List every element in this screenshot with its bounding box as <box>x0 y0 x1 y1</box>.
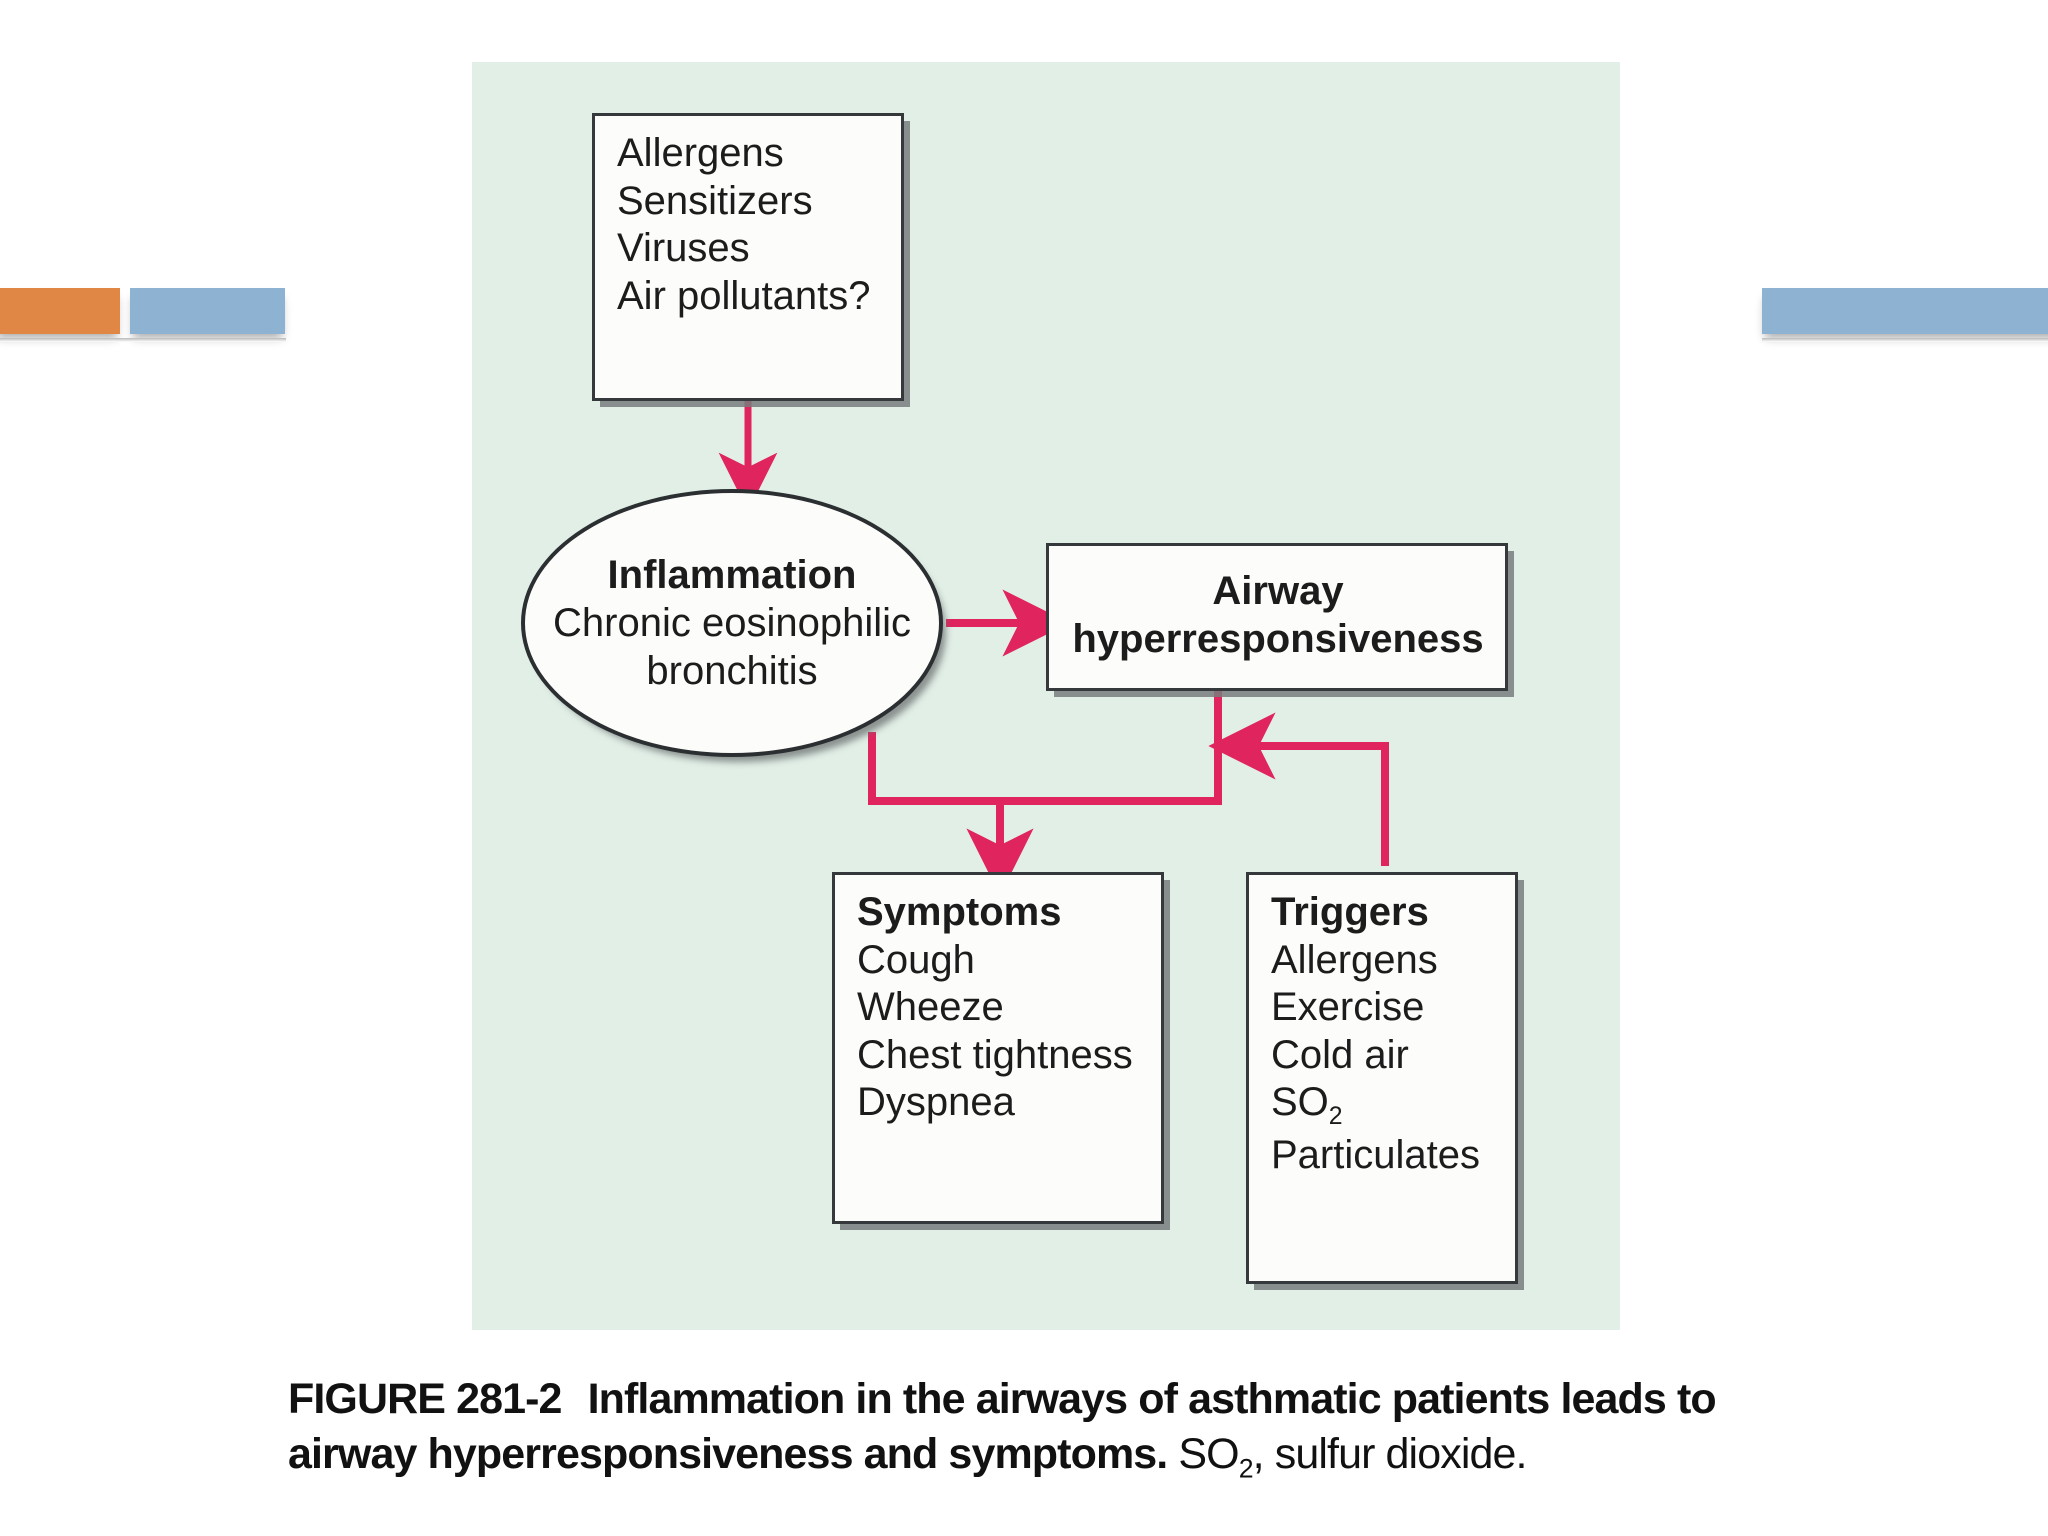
decorative-bar-blue-right <box>1762 288 2048 334</box>
decorative-bar-blue-left <box>130 288 285 334</box>
inflammation-line-2: bronchitis <box>646 649 818 693</box>
node-triggers-box[interactable]: Triggers Allergens Exercise Cold air SO2… <box>1246 872 1518 1284</box>
caption-abbrev-expansion: , sulfur dioxide. <box>1252 1430 1528 1479</box>
caption-bold-line-1: Inflammation in the airways of asthmatic… <box>288 1375 1717 1479</box>
triggers-item-cold-air: Cold air <box>1271 1032 1409 1077</box>
inflammation-heading: Inflammation <box>607 553 857 597</box>
triggers-item-exercise: Exercise <box>1271 985 1425 1030</box>
symptoms-item-chest-tightness: Chest tightness <box>857 1032 1133 1077</box>
decorative-underline-right <box>1762 338 2048 342</box>
decorative-bar-orange <box>0 288 120 334</box>
triggers-item-particulates: Particulates <box>1271 1132 1480 1177</box>
decorative-underline-left <box>0 338 286 342</box>
triggers-item-allergens: Allergens <box>1271 937 1438 982</box>
edge-triggers-to-ahr <box>1208 712 1389 866</box>
caption-abbrev-base: SO <box>1178 1430 1239 1479</box>
so2-base: SO <box>1271 1080 1329 1125</box>
stimuli-line-allergens: Allergens <box>617 131 784 175</box>
node-airway-hyperresponsiveness-box[interactable]: Airway hyperresponsiveness <box>1046 543 1508 691</box>
node-inflammation-ellipse[interactable]: Inflammation Chronic eosinophilic bronch… <box>521 489 943 757</box>
caption-abbrev-subscript: 2 <box>1238 1453 1254 1484</box>
node-stimuli-box[interactable]: Allergens Sensitizers Viruses Air pollut… <box>592 113 904 401</box>
ahr-line-2: hyperresponsiveness <box>1072 617 1484 661</box>
caption-bold-line-2: hyperresponsiveness and symptoms <box>427 1430 1158 1479</box>
triggers-heading: Triggers <box>1271 890 1429 934</box>
ahr-line-1: Airway <box>1212 569 1344 614</box>
edge-ahr-to-symptoms-line <box>872 691 1222 805</box>
stimuli-line-viruses: Viruses <box>617 226 750 271</box>
edge-inflammation-to-symptoms <box>868 732 1000 805</box>
symptoms-item-cough: Cough <box>857 937 975 982</box>
stimuli-line-air-pollutants: Air pollutants? <box>617 273 871 318</box>
inflammation-line-1: Chronic eosinophilic <box>553 601 911 645</box>
figure-number: FIGURE 281-2 <box>288 1375 562 1423</box>
symptoms-heading: Symptoms <box>857 890 1062 934</box>
node-symptoms-box[interactable]: Symptoms Cough Wheeze Chest tightness Dy… <box>832 872 1164 1224</box>
so2-subscript: 2 <box>1328 1103 1343 1131</box>
symptoms-item-dyspnea: Dyspnea <box>857 1080 1015 1125</box>
triggers-item-so2: SO2 <box>1271 1079 1495 1132</box>
caption-period: . <box>1156 1430 1168 1479</box>
symptoms-item-wheeze: Wheeze <box>857 985 1004 1030</box>
stimuli-line-sensitizers: Sensitizers <box>617 178 813 223</box>
